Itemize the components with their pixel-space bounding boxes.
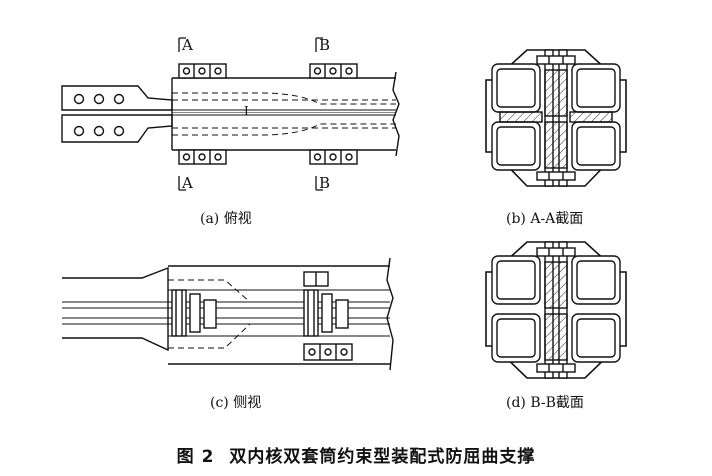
panel-c-side-view (62, 257, 394, 371)
break-line-a (392, 71, 400, 157)
core-plate-left (544, 49, 554, 187)
gusset-plate-top (61, 85, 173, 111)
side-gusset (62, 266, 169, 352)
break-line-c (386, 257, 394, 371)
side-bolt-block-bottom (303, 343, 353, 361)
square-tube-tr (571, 63, 621, 113)
core-dashed-upper (172, 92, 396, 105)
caption-a: (a) 俯视 (200, 211, 252, 227)
bolt-assembly-b (303, 289, 349, 337)
section-mark-a-bottom: A (182, 174, 193, 192)
gusset-plate-bottom (61, 114, 173, 143)
figure-title: 图 2 双内核双套筒约束型装配式防屈曲支撑 (0, 442, 712, 467)
filler-hatch-top (544, 69, 568, 117)
core-center-mark: I (244, 104, 249, 118)
square-tube-tl (491, 63, 541, 113)
bolt-block-b-top (309, 63, 358, 79)
bolt-assembly-a (171, 289, 217, 337)
section-mark-b-bottom: B (319, 174, 331, 192)
square-tube-br (571, 121, 621, 171)
panel-d-section-bb (485, 241, 627, 379)
panel-b-section-aa (485, 49, 627, 187)
figure-number: 图 2 (176, 447, 215, 467)
filler-hatch-bottom (544, 121, 568, 169)
section-mark-a-top: A (182, 36, 193, 54)
figure-title-text: 双内核双套筒约束型装配式防屈曲支撑 (229, 447, 536, 467)
core-dashed-lower (172, 123, 396, 136)
bolt-block-a-top (178, 63, 227, 79)
core-plate-right (558, 49, 568, 187)
caption-c: (c) 侧视 (210, 395, 262, 411)
bolt-block-b-bottom (309, 149, 358, 165)
bolt-holes-upper (73, 93, 125, 105)
bolt-block-a-bottom (178, 149, 227, 165)
panel-a-top-view (61, 37, 400, 191)
square-tube-bl (491, 121, 541, 171)
section-mark-b-top: B (319, 36, 331, 54)
caption-d: (d) B-B截面 (506, 395, 584, 411)
caption-b: (b) A-A截面 (506, 211, 584, 227)
bolt-holes-lower (73, 125, 125, 137)
